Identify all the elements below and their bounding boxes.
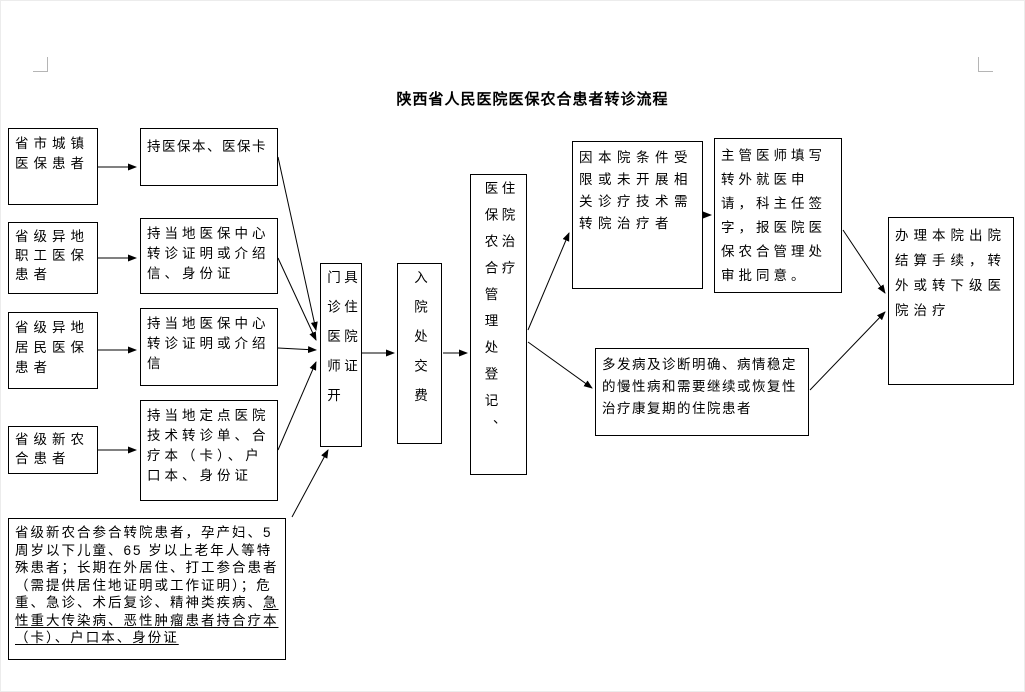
- flow-node-patient-urban: 省市城镇医保患者: [8, 128, 98, 205]
- flow-node-chronic-stable: 多发病及诊断明确、病情稳定的慢性病和需要继续或恢复性治疗康复期的住院患者: [595, 348, 809, 436]
- page-margin-mark-top-left: [33, 57, 48, 72]
- flow-node-doc-remote-resident: 持当地医保中心转诊证明或介绍信: [140, 308, 278, 386]
- arrow-doc-new-rural-outpatient: [277, 361, 317, 451]
- arrow-registration-chronic: [527, 341, 593, 389]
- arrow-chronic-discharge: [809, 311, 886, 391]
- arrow-registration-transfer-limited: [527, 232, 570, 331]
- special-patients-underlined-text: 急性重大传染病、恶性肿瘤患者持合疗本（卡）、户口本、身份证: [15, 595, 279, 645]
- flow-node-outpatient-certificate: 门诊医师开具住院证: [320, 263, 362, 447]
- flow-node-doc-new-rural: 持当地定点医院技术转诊单、合疗本（卡）、户口本、身份证: [140, 400, 278, 501]
- flow-node-transfer-limited: 因本院条件受限或未开展相关诊疗技术需转院治疗者: [572, 141, 703, 289]
- flow-node-admission-payment: 入院处交费: [397, 263, 442, 444]
- arrow-doc-remote-resident-outpatient: [277, 346, 317, 354]
- arrow-doc-remote-employee-outpatient: [277, 257, 317, 341]
- flow-node-special-patients: 省级新农合参合转院患者，孕产妇、5周岁以下儿童、65 岁以上老年人等特殊患者；长…: [8, 518, 286, 660]
- special-patients-text: 省级新农合参合转院患者，孕产妇、5周岁以下儿童、65 岁以上老年人等特殊患者；长…: [15, 525, 279, 610]
- flow-node-doc-urban: 持医保本、医保卡: [140, 128, 278, 186]
- flow-node-patient-new-rural: 省级新农合患者: [8, 426, 98, 474]
- outpatient-certificate-text: 门诊医师开具住院证: [325, 270, 357, 418]
- flow-node-discharge-transfer: 办理本院出院结算手续，转外或转下级医院治疗: [888, 217, 1014, 385]
- page-margin-mark-top-right: [978, 57, 993, 72]
- registration-treatment-text: 医保农合管理处登记、住院治疗: [482, 181, 515, 446]
- flow-node-transfer-application: 主管医师填写转外就医申请，科主任签字，报医院医保农合管理处审批同意。: [714, 138, 842, 293]
- flow-node-doc-remote-employee: 持当地医保中心转诊证明或介绍信、身份证: [140, 218, 278, 294]
- arrow-special-outpatient: [291, 449, 329, 518]
- flow-node-patient-remote-resident: 省级异地居民医保患者: [8, 312, 98, 389]
- arrow-doc-urban-outpatient: [277, 156, 318, 331]
- flow-node-registration-treatment: 医保农合管理处登记、住院治疗: [470, 174, 527, 475]
- admission-payment-text: 入院处交费: [412, 270, 427, 418]
- flowchart-title: 陕西省人民医院医保农合患者转诊流程: [396, 91, 669, 108]
- arrow-application-discharge: [842, 229, 886, 294]
- flow-node-patient-remote-employee: 省级异地职工医保患者: [8, 222, 98, 294]
